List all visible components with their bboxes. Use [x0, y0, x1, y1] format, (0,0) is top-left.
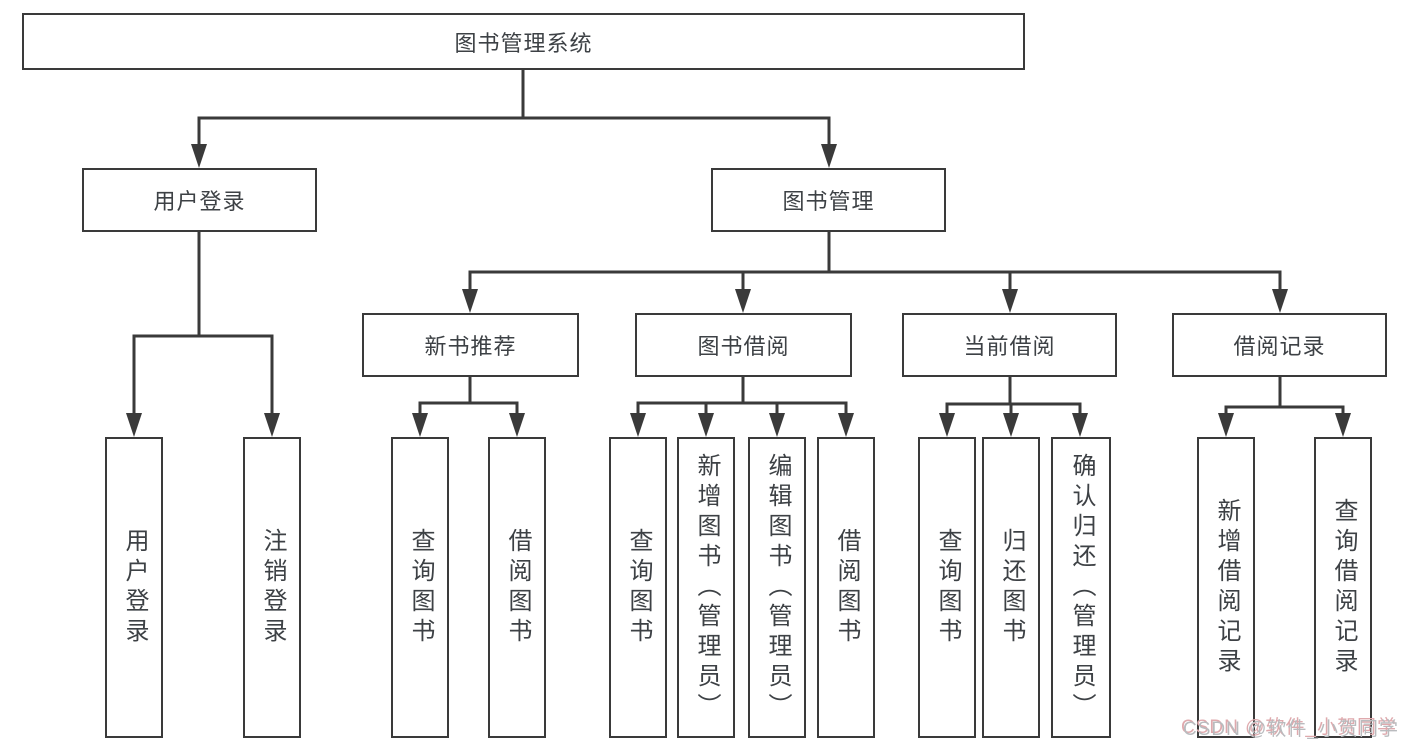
node-new-book-recommend: 新书推荐	[362, 313, 579, 377]
node-label: 查询借阅记录	[1330, 497, 1357, 678]
edges-new-book-recommend	[412, 375, 525, 437]
edges-user-login	[126, 230, 280, 437]
node-label: 借阅图书	[504, 527, 531, 648]
node-current-borrowing: 当前借阅	[902, 313, 1117, 377]
node-user-login: 用户登录	[82, 168, 317, 232]
edges-current-borrowing	[939, 375, 1088, 437]
edges-book-management	[462, 230, 1288, 313]
edges-borrowing-records	[1218, 375, 1351, 437]
leaf-confirm-return-admin: 确认归还（管理员）	[1051, 437, 1111, 738]
leaf-borrow-books-recommend: 借阅图书	[488, 437, 546, 738]
leaf-edit-book-admin: 编辑图书（管理员）	[748, 437, 806, 738]
leaf-query-books-borrowing: 查询图书	[609, 437, 667, 738]
node-label: 当前借阅	[963, 334, 1056, 359]
node-label: 新书推荐	[424, 334, 517, 359]
watermark: CSDN @软件_小贺同学	[1183, 719, 1399, 740]
leaf-user-login: 用户登录	[105, 437, 163, 738]
node-label: 查询图书	[407, 527, 434, 648]
node-label: 查询图书	[934, 527, 961, 648]
leaf-query-books-recommend: 查询图书	[391, 437, 449, 738]
leaf-add-book-admin: 新增图书（管理员）	[677, 437, 735, 738]
edges-root-to-level2	[191, 68, 837, 168]
node-label: 确认归还（管理员）	[1068, 452, 1095, 723]
node-book-management: 图书管理	[711, 168, 946, 232]
node-book-borrowing: 图书借阅	[635, 313, 852, 377]
node-label: 查询图书	[625, 527, 652, 648]
node-label: 归还图书	[998, 527, 1025, 648]
node-label: 图书管理	[782, 189, 875, 214]
leaf-query-borrow-record: 查询借阅记录	[1314, 437, 1372, 738]
leaf-borrow-books-borrowing: 借阅图书	[817, 437, 875, 738]
node-label: 用户登录	[153, 189, 246, 214]
leaf-add-borrow-record: 新增借阅记录	[1197, 437, 1255, 738]
node-label: 用户登录	[121, 527, 148, 648]
node-borrowing-records: 借阅记录	[1172, 313, 1387, 377]
node-label: 借阅记录	[1233, 334, 1326, 359]
node-label: 图书借阅	[697, 334, 790, 359]
leaf-query-books-current: 查询图书	[918, 437, 976, 738]
edges-book-borrowing	[630, 375, 854, 437]
node-label: 图书管理系统	[454, 30, 593, 56]
node-label: 编辑图书（管理员）	[764, 452, 791, 723]
leaf-return-books: 归还图书	[982, 437, 1040, 738]
node-root-system: 图书管理系统	[22, 13, 1025, 70]
node-label: 借阅图书	[833, 527, 860, 648]
node-label: 新增图书（管理员）	[693, 452, 720, 723]
node-label: 新增借阅记录	[1213, 497, 1240, 678]
leaf-logout: 注销登录	[243, 437, 301, 738]
node-label: 注销登录	[259, 527, 286, 648]
